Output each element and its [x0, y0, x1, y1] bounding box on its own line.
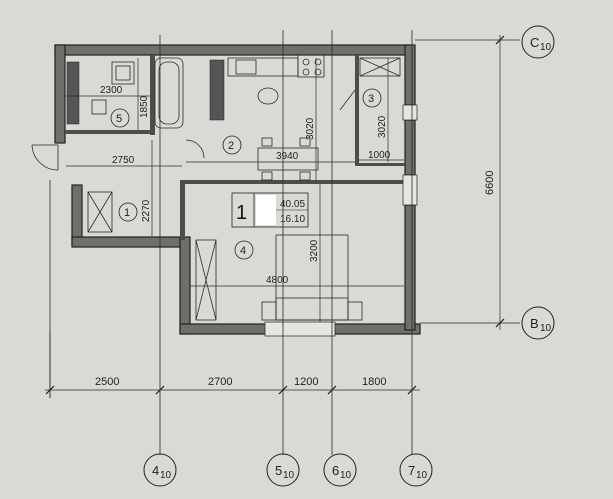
svg-text:4: 4 [152, 463, 159, 478]
internal-dimensions: 2300 1850 2750 2270 3020 3940 3020 1000 … [66, 58, 404, 322]
dim-2300: 2300 [100, 85, 123, 96]
svg-text:10: 10 [160, 470, 172, 481]
svg-text:3: 3 [368, 93, 374, 105]
grid-axis-lines [49, 30, 520, 455]
bottom-dimension-chain: 2500 2700 1200 1800 [45, 330, 420, 398]
axis-markers: C 10 B 10 4 10 5 10 6 10 7 10 [143, 25, 555, 487]
svg-text:10: 10 [340, 470, 352, 481]
room-3-label: 3 [362, 88, 382, 108]
room-numbers: 1 2 3 4 5 [110, 88, 382, 260]
svg-text:7: 7 [408, 463, 415, 478]
dim-2500: 2500 [95, 376, 119, 388]
axis-marker-4: 4 10 [143, 453, 177, 487]
svg-text:1: 1 [124, 207, 130, 219]
bathroom-tile-hatching [66, 59, 225, 125]
dim-1800: 1800 [362, 376, 386, 388]
dim-2700: 2700 [208, 376, 232, 388]
dim-3200: 3200 [309, 239, 320, 262]
dim-1850: 1850 [139, 95, 150, 118]
dim-6600: 6600 [484, 171, 496, 195]
apartment-total-area: 40.05 [280, 199, 305, 210]
apartment-stamp: 1 40.05 16.10 [231, 192, 309, 228]
svg-text:10: 10 [540, 42, 552, 53]
room-4-label: 4 [234, 240, 254, 260]
dim-4800: 4800 [266, 275, 289, 286]
svg-text:B: B [530, 316, 539, 331]
dim-3020-kitchen: 3020 [305, 117, 316, 140]
dim-1200: 1200 [294, 376, 318, 388]
svg-text:6: 6 [332, 463, 339, 478]
axis-marker-6: 6 10 [323, 453, 357, 487]
svg-text:10: 10 [540, 323, 552, 334]
axis-marker-7: 7 10 [399, 453, 433, 487]
svg-text:4: 4 [240, 245, 246, 257]
fixtures [31, 54, 418, 337]
dim-3020-storage: 3020 [377, 115, 388, 138]
right-dimension: 6600 [484, 35, 505, 330]
axis-marker-b: B 10 [521, 306, 555, 340]
room-5-label: 5 [110, 108, 130, 128]
axis-marker-5: 5 10 [266, 453, 300, 487]
svg-text:5: 5 [275, 463, 282, 478]
apartment-living-area: 16.10 [280, 214, 305, 225]
apartment-number: 1 [236, 202, 247, 224]
room-1-label: 1 [118, 202, 138, 222]
dim-1000: 1000 [368, 150, 391, 161]
svg-text:2: 2 [228, 140, 234, 152]
dim-2750: 2750 [112, 155, 135, 166]
svg-text:10: 10 [283, 470, 295, 481]
svg-text:10: 10 [416, 470, 428, 481]
dim-2270: 2270 [141, 199, 152, 222]
axis-marker-c: C 10 [521, 25, 555, 59]
dim-3940: 3940 [276, 151, 299, 162]
room-2-label: 2 [222, 135, 242, 155]
svg-text:5: 5 [116, 113, 122, 125]
svg-text:C: C [530, 35, 539, 50]
